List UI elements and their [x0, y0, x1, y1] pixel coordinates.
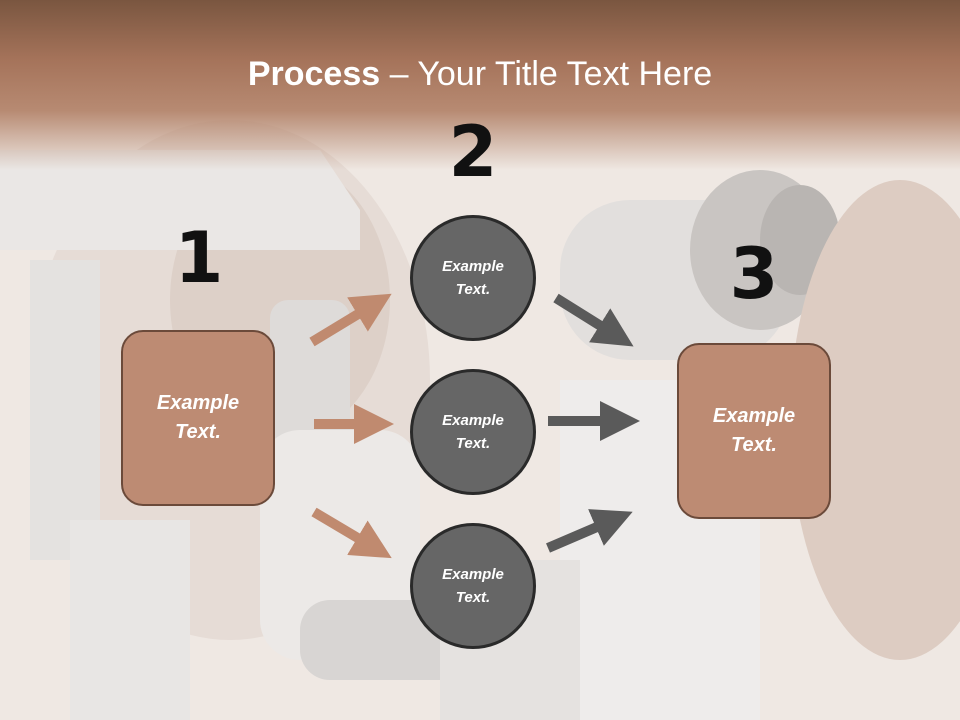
- arrow-from-top-circle: [553, 293, 634, 347]
- top-circle-text: Example Text.: [442, 258, 504, 298]
- step-number-2: 2: [448, 111, 498, 193]
- right-text-box: Example Text.: [677, 343, 831, 519]
- left-box-text: Example Text.: [156, 392, 240, 443]
- step-number-3: 3: [729, 233, 779, 315]
- step-number-1: 1: [174, 217, 224, 299]
- right-box-text: Example Text.: [712, 405, 796, 456]
- middle-circle: Example Text.: [410, 369, 536, 495]
- arrow-to-top-circle: [309, 293, 392, 347]
- arrow-to-bottom-circle: [311, 507, 392, 559]
- header-band: [0, 0, 960, 170]
- slide-title: Process – Your Title Text Here: [0, 52, 960, 96]
- top-circle: Example Text.: [410, 215, 536, 341]
- arrow-from-bottom-circle: [546, 509, 633, 553]
- title-rest: – Your Title Text Here: [380, 55, 713, 93]
- bottom-circle: Example Text.: [410, 523, 536, 649]
- middle-circle-text: Example Text.: [442, 412, 504, 452]
- left-text-box: Example Text.: [121, 330, 275, 506]
- bottom-circle-text: Example Text.: [442, 566, 504, 606]
- title-bold: Process: [247, 55, 381, 93]
